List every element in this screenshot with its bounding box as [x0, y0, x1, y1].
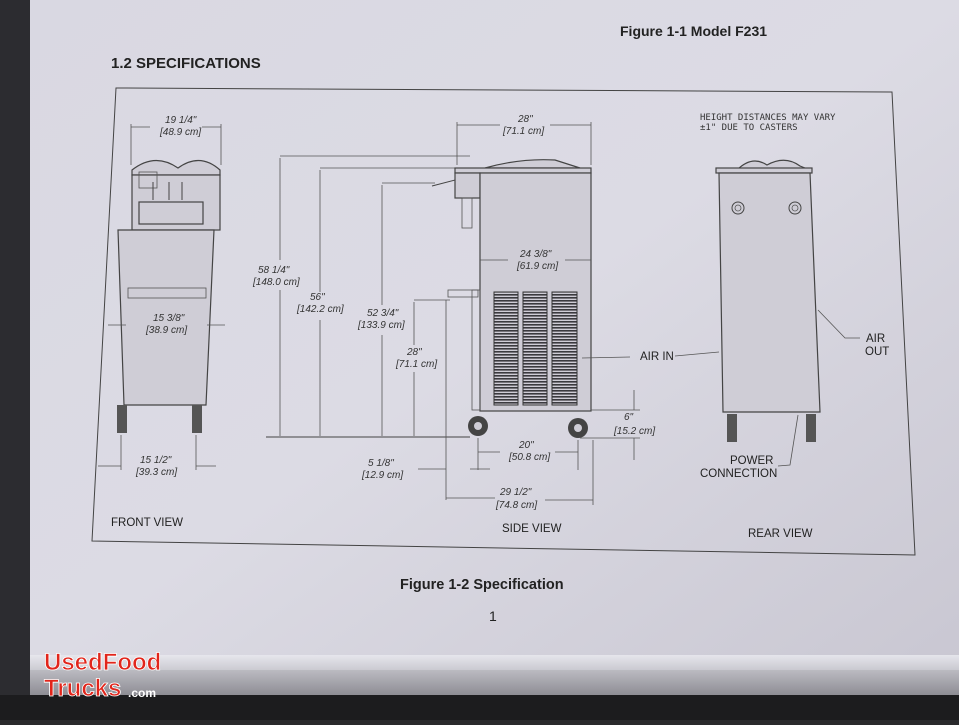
side-caster-span-in: 20" [518, 440, 534, 451]
rear-caster-right [806, 414, 816, 442]
binder-edge [0, 0, 30, 720]
casters-note-line1: HEIGHT DISTANCES MAY VARY [700, 113, 836, 123]
side-depth-cm: [71.1 cm] [502, 126, 544, 137]
side-overall-depth-in: 29 1/2" [499, 487, 532, 498]
casters-note-line2: ±1" DUE TO CASTERS [700, 123, 798, 133]
side-view-label: SIDE VIEW [502, 523, 562, 535]
front-caster-right [192, 405, 202, 433]
side-cabinet-depth-cm: [61.9 cm] [516, 261, 558, 272]
side-clearance-in: 6" [624, 412, 634, 423]
height-dimensions: 58 1/4" [148.0 cm] 56" [142.2 cm] 52 3/4… [252, 155, 470, 438]
air-out-label-line2: OUT [865, 346, 889, 358]
side-clearance-cm: [15.2 cm] [613, 426, 655, 437]
side-depth-in: 28" [517, 114, 533, 125]
rear-view-label: REAR VIEW [748, 528, 813, 540]
air-in-label: AIR IN [640, 351, 674, 363]
section-title: 1.2 SPECIFICATIONS [111, 55, 261, 72]
side-caster-span-cm: [50.8 cm] [508, 452, 550, 463]
height-overall-in: 58 1/4" [258, 265, 290, 276]
power-connection-label-line1: POWER [730, 455, 773, 467]
watermark-line2: Trucks [44, 675, 121, 702]
height-handle-in: 52 3/4" [367, 308, 399, 319]
rear-view: AIR OUT POWER CONNECTION REAR VIEW [700, 159, 889, 540]
front-caster-width-cm: [39.3 cm] [135, 467, 177, 478]
side-overhang-cm: [12.9 cm] [361, 470, 403, 481]
front-view-label: FRONT VIEW [111, 517, 183, 529]
front-inner-width-cm: [38.9 cm] [145, 325, 187, 336]
air-out-label-line1: AIR [866, 333, 885, 345]
height-top-in: 56" [310, 292, 325, 303]
side-cabinet-depth-in: 24 3/8" [519, 249, 552, 260]
table-surface [0, 695, 959, 720]
side-overhang-in: 5 1/8" [368, 458, 394, 469]
height-tray-cm: [71.1 cm] [395, 359, 437, 370]
plastic-sleeve-edge [30, 655, 959, 700]
front-view: 19 1/4" [48.9 cm] 15 3/8" [38.9 cm] 15 1… [98, 115, 225, 529]
height-top-cm: [142.2 cm] [296, 304, 344, 315]
front-caster-width-in: 15 1/2" [140, 455, 172, 466]
height-handle-cm: [133.9 cm] [357, 320, 405, 331]
front-caster-left [117, 405, 127, 433]
usedfoodtrucks-watermark-logo: UsedFood Trucks .com [44, 649, 162, 703]
watermark-line1: UsedFood [44, 649, 161, 676]
height-overall-cm: [148.0 cm] [252, 277, 300, 288]
watermark-suffix: .com [128, 686, 156, 700]
side-overall-depth-cm: [74.8 cm] [495, 500, 537, 511]
front-width-in: 19 1/4" [165, 115, 197, 126]
figure-caption: Figure 1-2 Specification [400, 577, 564, 593]
page-number: 1 [489, 608, 497, 624]
figure-top-title: Figure 1-1 Model F231 [620, 23, 767, 39]
height-tray-in: 28" [406, 347, 422, 358]
front-inner-width-in: 15 3/8" [153, 313, 185, 324]
front-width-cm: [48.9 cm] [159, 127, 201, 138]
rear-caster-left [727, 414, 737, 442]
diagram-frame [91, 87, 916, 556]
side-view: 28" [71.1 cm] 24 3/8" [61.9 cm] 6" [15.2… [361, 114, 720, 535]
power-connection-label-line2: CONNECTION [700, 468, 777, 480]
